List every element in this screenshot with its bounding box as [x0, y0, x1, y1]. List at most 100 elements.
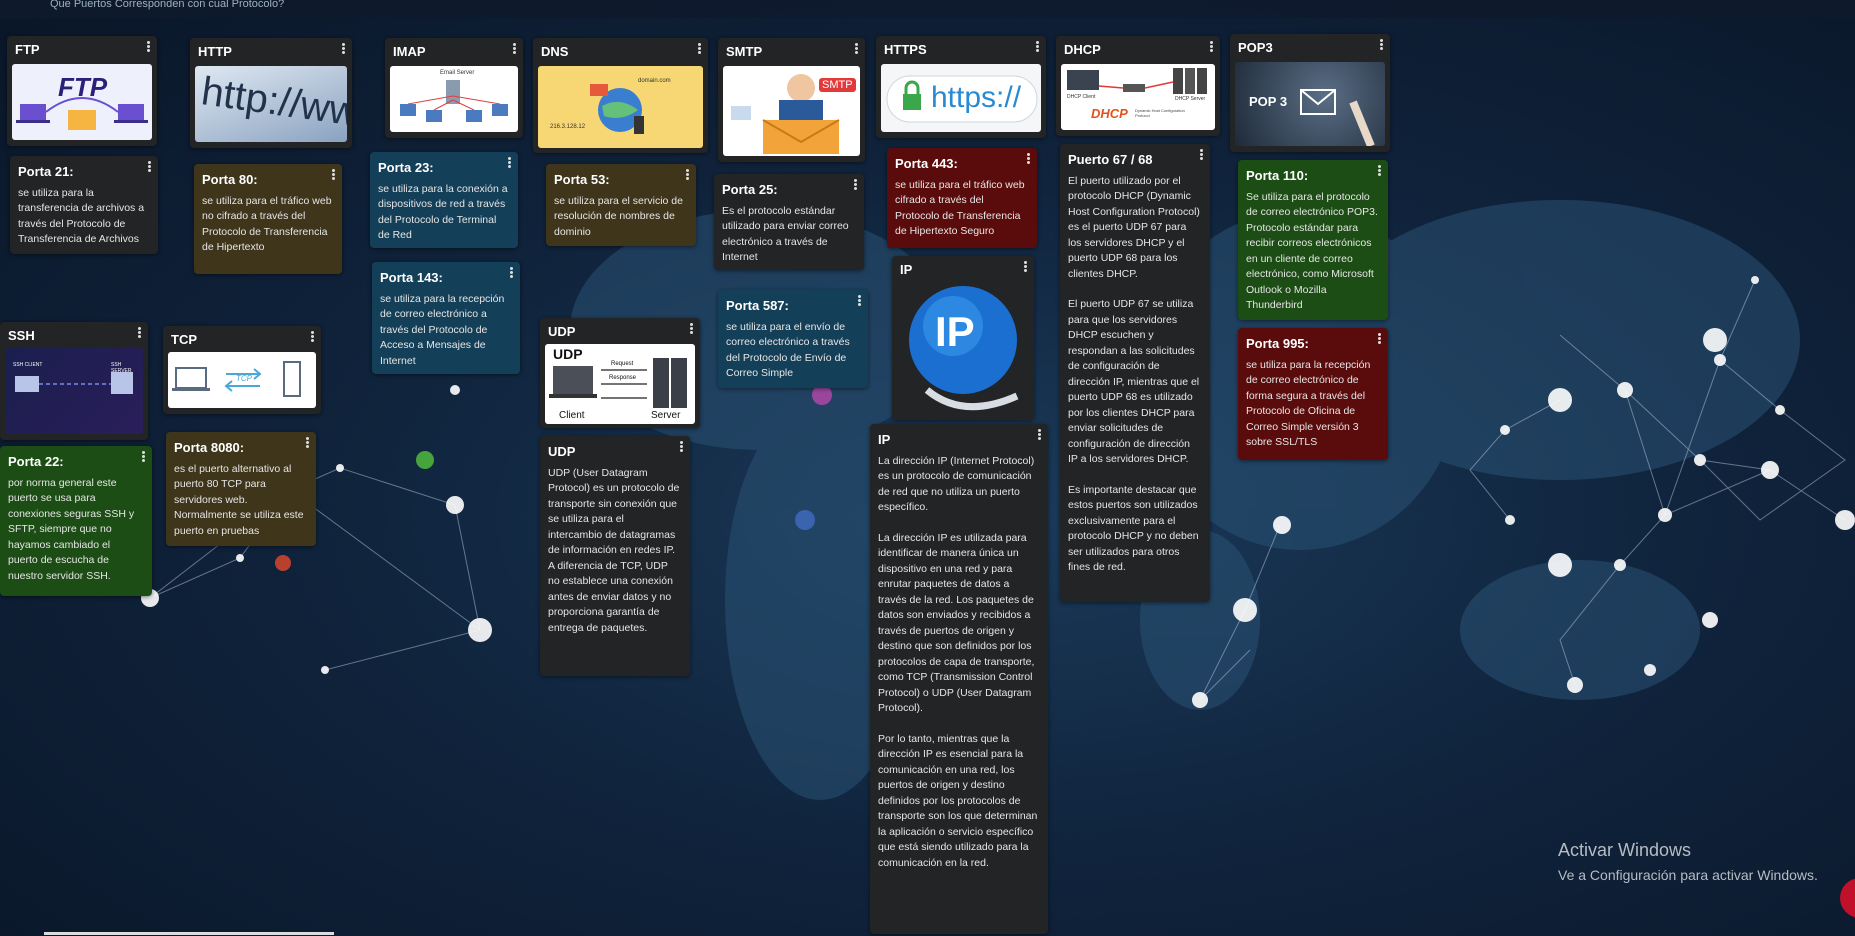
card-menu-icon[interactable]: [1032, 40, 1042, 54]
ssh-server-label: SSH SERVER: [111, 362, 132, 374]
floating-action-button[interactable]: [1840, 878, 1855, 918]
card-title: FTP: [15, 42, 40, 57]
https-image: https://: [881, 64, 1041, 132]
note-port-80[interactable]: Porta 80: se utiliza para el tráfico web…: [194, 164, 342, 274]
dns-domain-label: domain.com: [638, 78, 671, 84]
card-menu-icon[interactable]: [1206, 40, 1216, 54]
card-menu-icon[interactable]: [1196, 148, 1206, 162]
card-title: HTTP: [198, 44, 232, 59]
note-title: Porta 443:: [895, 156, 958, 171]
card-menu-icon[interactable]: [1376, 38, 1386, 52]
card-menu-icon[interactable]: [1020, 260, 1030, 274]
note-ip[interactable]: IP La dirección IP (Internet Protocol) e…: [870, 424, 1048, 934]
note-port-8080[interactable]: Porta 8080: es el puerto alternativo al …: [166, 432, 316, 546]
card-title: DHCP: [1064, 42, 1101, 57]
card-menu-icon[interactable]: [682, 168, 692, 182]
http-image-label: http://ww: [198, 69, 347, 135]
card-menu-icon[interactable]: [1374, 164, 1384, 178]
card-dns[interactable]: DNS domain.com 216.3.128.12: [533, 38, 708, 153]
note-text: se utiliza para la recepción de correo e…: [1246, 358, 1371, 449]
note-port-143[interactable]: Porta 143: se utiliza para la recepción …: [372, 262, 520, 374]
udp-client-label: Client: [559, 410, 585, 421]
note-port-53[interactable]: Porta 53: se utiliza para el servicio de…: [546, 164, 696, 246]
lock-icon: [886, 75, 1038, 123]
card-https[interactable]: HTTPS https://: [876, 36, 1046, 138]
note-port-67-68[interactable]: Puerto 67 / 68 El puerto utilizado por e…: [1060, 144, 1210, 602]
card-smtp[interactable]: SMTP SMTP: [718, 38, 865, 162]
card-title: TCP: [171, 332, 197, 347]
board-header: Que Puertos Corresponden con cual Protoc…: [0, 0, 1855, 18]
card-menu-icon[interactable]: [509, 42, 519, 56]
note-text: se utiliza para la transferencia de arch…: [18, 186, 145, 246]
windows-activation-watermark: Activar Windows Ve a Configuración para …: [1558, 840, 1818, 883]
card-menu-icon[interactable]: [302, 436, 312, 450]
note-port-25[interactable]: Porta 25: Es el protocolo estándar utili…: [714, 174, 864, 270]
card-menu-icon[interactable]: [850, 178, 860, 192]
card-menu-icon[interactable]: [686, 322, 696, 336]
card-menu-icon[interactable]: [676, 440, 686, 454]
pop3-envelope-icon: [1300, 89, 1375, 146]
ip-image-label: IP: [935, 308, 975, 355]
smtp-image: SMTP: [723, 66, 860, 156]
card-menu-icon[interactable]: [1034, 428, 1044, 442]
udp-server-label: Server: [651, 410, 681, 421]
note-port-443[interactable]: Porta 443: se utiliza para el tráfico we…: [887, 148, 1037, 248]
card-menu-icon[interactable]: [694, 42, 704, 56]
note-port-23[interactable]: Porta 23: se utiliza para la conexión a …: [370, 152, 518, 248]
note-port-110[interactable]: Porta 110: Se utiliza para el protocolo …: [1238, 160, 1388, 320]
note-title: Porta 143:: [380, 270, 443, 285]
note-port-587[interactable]: Porta 587: se utiliza para el envío de c…: [718, 290, 868, 388]
note-title: Porta 53:: [554, 172, 610, 187]
note-text: UDP (User Datagram Protocol) es un proto…: [548, 466, 680, 634]
ip-image: IP: [897, 280, 1029, 414]
note-title: Porta 25:: [722, 182, 778, 197]
note-port-995[interactable]: Porta 995: se utiliza para la recepción …: [1238, 328, 1388, 460]
card-menu-icon[interactable]: [854, 294, 864, 308]
card-menu-icon[interactable]: [144, 160, 154, 174]
card-title: SSH: [8, 328, 35, 343]
watermark-subtitle: Ve a Configuración para activar Windows.: [1558, 867, 1818, 883]
note-paragraph-2: La dirección IP es utilizada para identi…: [878, 531, 1035, 715]
card-menu-icon[interactable]: [143, 40, 153, 54]
card-dhcp[interactable]: DHCP DHCP Client DHCP Server DHCP Dynami…: [1056, 36, 1220, 136]
note-port-22[interactable]: Porta 22: por norma general este puerto …: [0, 446, 152, 596]
card-http[interactable]: HTTP http://ww: [190, 38, 352, 148]
card-pop3[interactable]: POP3 POP 3: [1230, 34, 1390, 152]
card-imap[interactable]: IMAP Email Server: [385, 38, 523, 138]
card-title: IP: [900, 262, 913, 277]
card-menu-icon[interactable]: [504, 156, 514, 170]
card-title: IMAP: [393, 44, 426, 59]
card-menu-icon[interactable]: [851, 42, 861, 56]
dhcp-server-label: DHCP Server: [1175, 96, 1206, 102]
note-title: Porta 8080:: [174, 440, 245, 455]
card-menu-icon[interactable]: [328, 168, 338, 182]
card-udp[interactable]: UDP UDP Request Response Client Server: [540, 318, 700, 428]
dns-globe-icon: [590, 84, 644, 134]
card-menu-icon[interactable]: [506, 266, 516, 280]
note-text: se utiliza para la conexión a dispositiv…: [378, 182, 508, 242]
card-menu-icon[interactable]: [138, 450, 148, 464]
note-udp[interactable]: UDP UDP (User Datagram Protocol) es un p…: [540, 436, 690, 676]
card-tcp[interactable]: TCP TCP: [163, 326, 321, 414]
note-title: UDP: [548, 444, 576, 459]
note-title: Porta 995:: [1246, 336, 1309, 351]
udp-response-label: Response: [609, 375, 637, 381]
card-menu-icon[interactable]: [307, 330, 317, 344]
card-menu-icon[interactable]: [134, 326, 144, 340]
pop3-image: POP 3: [1235, 62, 1385, 146]
board-title: Que Puertos Corresponden con cual Protoc…: [50, 0, 285, 10]
card-ip[interactable]: IP IP: [892, 256, 1034, 420]
card-ftp[interactable]: FTP FTP: [7, 36, 157, 146]
imap-network-icon: [400, 80, 508, 122]
tcp-transfer-icon: [172, 361, 301, 397]
card-menu-icon[interactable]: [1374, 332, 1384, 346]
card-menu-icon[interactable]: [1023, 152, 1033, 166]
note-port-21[interactable]: Porta 21: se utiliza para la transferenc…: [10, 156, 158, 254]
tcp-image-label: TCP: [236, 374, 252, 383]
card-ssh[interactable]: SSH SSH CLIENT SSH SERVER: [0, 322, 148, 440]
card-menu-icon[interactable]: [338, 42, 348, 56]
ip-globe-icon: [909, 286, 1019, 411]
note-text: Es el protocolo estándar utilizado para …: [722, 204, 849, 264]
horizontal-scrollbar[interactable]: [44, 932, 334, 935]
ssh-connection-icon: [15, 372, 133, 394]
